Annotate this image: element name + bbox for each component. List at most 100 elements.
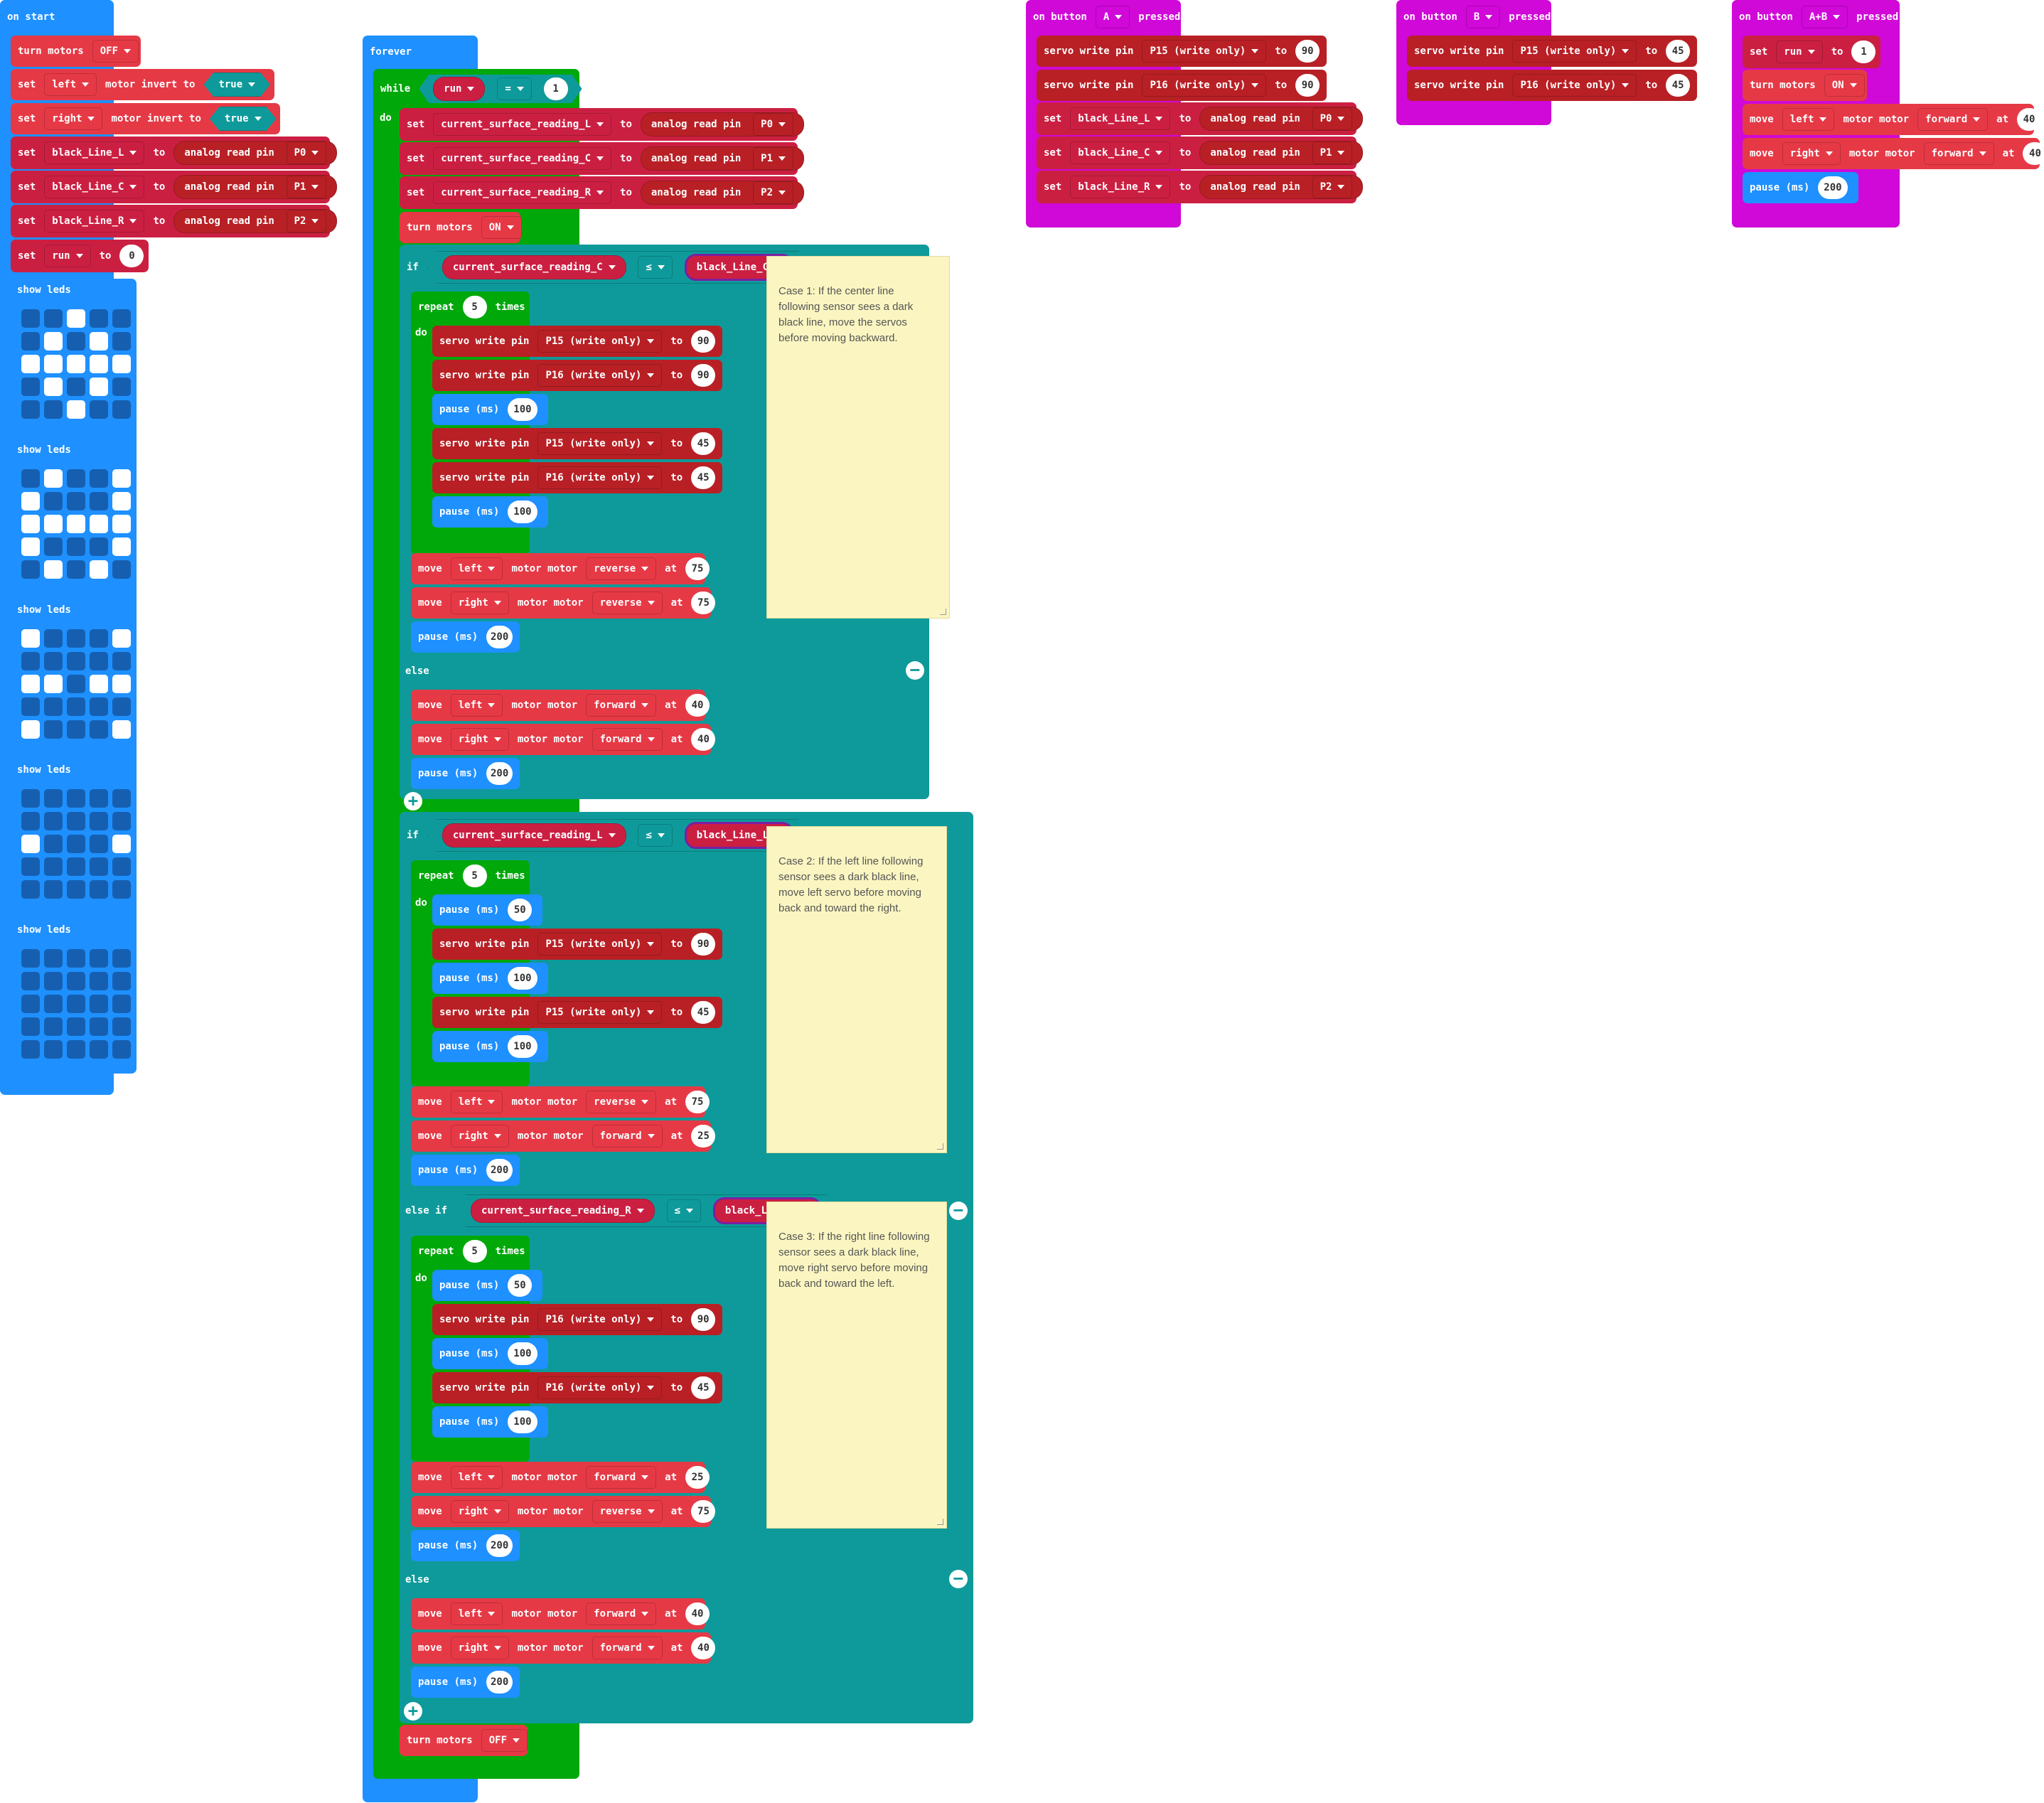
led-cell[interactable] <box>112 652 131 670</box>
compare-expression[interactable]: current_surface_reading_L ≤ black_Line_L <box>427 819 808 852</box>
variable-dropdown[interactable]: current_surface_reading_R <box>433 181 612 204</box>
led-cell[interactable] <box>21 720 40 739</box>
number-input[interactable]: 200 <box>486 1671 513 1694</box>
boolean-dropdown[interactable]: true <box>203 73 270 97</box>
led-cell[interactable] <box>90 652 108 670</box>
number-input[interactable]: 5 <box>462 1240 487 1263</box>
led-cell[interactable] <box>21 835 40 853</box>
led-cell[interactable] <box>112 857 131 876</box>
number-input[interactable]: 90 <box>691 933 716 956</box>
direction-dropdown[interactable]: reverse <box>592 1500 663 1523</box>
direction-dropdown[interactable]: forward <box>586 694 657 717</box>
led-cell[interactable] <box>44 537 63 556</box>
motor-side-dropdown[interactable]: right <box>450 1125 509 1147</box>
led-cell[interactable] <box>44 972 63 990</box>
number-input[interactable]: 100 <box>508 398 537 421</box>
number-input[interactable]: 90 <box>691 1308 716 1331</box>
led-cell[interactable] <box>44 995 63 1013</box>
led-cell[interactable] <box>21 537 40 556</box>
variable-dropdown[interactable]: current_surface_reading_R <box>471 1199 655 1223</box>
led-cell[interactable] <box>90 492 108 510</box>
number-input[interactable]: 40 <box>691 1637 716 1659</box>
led-cell[interactable] <box>21 400 40 419</box>
led-cell[interactable] <box>21 972 40 990</box>
motor-side-dropdown[interactable]: right <box>1782 142 1841 165</box>
analog-read-reporter[interactable]: analog read pin P2 <box>1199 175 1364 199</box>
led-cell[interactable] <box>90 789 108 808</box>
led-cell[interactable] <box>21 697 40 716</box>
led-cell[interactable] <box>112 972 131 990</box>
servo-pin-dropdown[interactable]: P15 (write only) <box>537 330 663 353</box>
servo-pin-dropdown[interactable]: P15 (write only) <box>537 432 663 455</box>
number-input[interactable]: 45 <box>1666 74 1691 97</box>
servo-pin-dropdown[interactable]: P16 (write only) <box>537 1308 663 1331</box>
analog-read-reporter[interactable]: analog read pin P2 <box>640 181 805 205</box>
motor-side-dropdown[interactable]: right <box>44 107 103 130</box>
led-cell[interactable] <box>67 309 85 328</box>
servo-pin-dropdown[interactable]: P15 (write only) <box>1512 40 1637 63</box>
pin-dropdown[interactable]: P1 <box>1312 141 1353 164</box>
led-cell[interactable] <box>67 835 85 853</box>
number-input[interactable]: 200 <box>486 1534 513 1557</box>
add-else-icon[interactable]: + <box>404 792 422 810</box>
operator-dropdown[interactable]: ≤ <box>638 256 672 279</box>
pause-block[interactable]: pause (ms)100 <box>432 1338 548 1369</box>
resize-handle[interactable] <box>937 1143 943 1150</box>
led-grid[interactable] <box>21 789 131 899</box>
variable-dropdown[interactable]: black_Line_L <box>1070 107 1171 130</box>
led-cell[interactable] <box>112 1017 131 1036</box>
led-cell[interactable] <box>112 720 131 739</box>
pin-dropdown[interactable]: P0 <box>753 113 794 136</box>
number-input[interactable]: 1 <box>1851 41 1876 63</box>
led-cell[interactable] <box>90 332 108 351</box>
pin-dropdown[interactable]: P1 <box>286 176 327 198</box>
motor-side-dropdown[interactable]: left <box>1782 108 1835 131</box>
led-cell[interactable] <box>44 515 63 533</box>
motor-side-dropdown[interactable]: right <box>450 592 509 614</box>
led-cell[interactable] <box>67 378 85 396</box>
led-cell[interactable] <box>67 515 85 533</box>
led-cell[interactable] <box>90 560 108 579</box>
motors-state-dropdown[interactable]: ON <box>1824 74 1865 97</box>
pause-block[interactable]: pause (ms)200 <box>411 1666 520 1698</box>
direction-dropdown[interactable]: forward <box>592 1125 663 1147</box>
led-cell[interactable] <box>67 560 85 579</box>
led-cell[interactable] <box>112 789 131 808</box>
led-cell[interactable] <box>44 1040 63 1059</box>
led-cell[interactable] <box>67 652 85 670</box>
analog-read-reporter[interactable]: analog read pin P1 <box>173 175 338 199</box>
led-cell[interactable] <box>112 675 131 693</box>
led-cell[interactable] <box>90 675 108 693</box>
led-cell[interactable] <box>67 812 85 830</box>
number-input[interactable]: 45 <box>691 1376 716 1399</box>
analog-read-reporter[interactable]: analog read pin P2 <box>173 209 338 233</box>
led-cell[interactable] <box>44 857 63 876</box>
number-input[interactable]: 90 <box>1295 74 1320 97</box>
variable-dropdown[interactable]: current_surface_reading_C <box>442 255 626 279</box>
led-cell[interactable] <box>90 972 108 990</box>
comment-case-3[interactable]: Case 3: If the right line following sens… <box>766 1202 947 1529</box>
led-cell[interactable] <box>112 835 131 853</box>
led-cell[interactable] <box>21 949 40 968</box>
led-cell[interactable] <box>21 789 40 808</box>
led-cell[interactable] <box>44 492 63 510</box>
led-cell[interactable] <box>21 469 40 488</box>
variable-dropdown[interactable]: black_Line_C <box>1070 141 1171 164</box>
led-cell[interactable] <box>67 1040 85 1059</box>
variable-dropdown[interactable]: run <box>433 77 485 101</box>
button-dropdown[interactable]: A+B <box>1801 6 1848 28</box>
number-input[interactable]: 0 <box>119 245 144 267</box>
led-cell[interactable] <box>90 835 108 853</box>
